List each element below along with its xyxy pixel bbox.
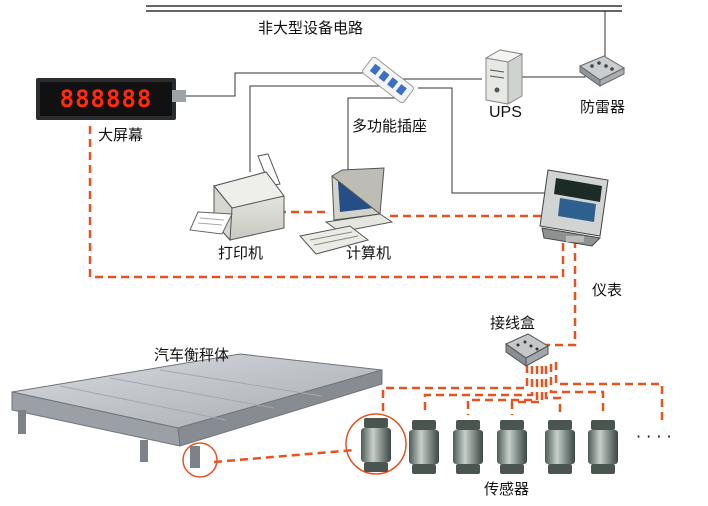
truck-scale-platform <box>11 353 383 478</box>
label-truck-scale: 汽车衡秤体 <box>154 346 230 364</box>
label-computer: 计算机 <box>346 244 392 262</box>
power-cables <box>176 72 586 194</box>
label-load-cells: 传感器 <box>484 480 530 498</box>
load-cell-zoom-circle <box>345 413 407 475</box>
load-cell-icon <box>453 420 483 474</box>
indicator-instrument <box>539 169 609 247</box>
label-printer: 打印机 <box>218 244 264 262</box>
signal-cables <box>88 126 664 464</box>
label-big-screen: 大屏幕 <box>98 126 144 144</box>
load-cells <box>345 413 618 475</box>
lightning-protector-icon <box>578 55 626 87</box>
power-mains <box>146 5 622 62</box>
junction-box-icon <box>504 333 550 367</box>
big-screen-display: 888888 <box>36 78 186 120</box>
more-mark: · · · · <box>636 427 672 446</box>
load-cell-icon <box>361 418 391 472</box>
power-strip <box>362 56 414 104</box>
load-cell-highlight-circle <box>182 442 218 478</box>
load-cell-icon <box>545 420 575 474</box>
computer-icon <box>299 167 394 255</box>
label-power-strip: 多功能插座 <box>352 117 428 135</box>
label-ups: UPS <box>489 104 522 121</box>
label-junction-box: 接线盒 <box>490 314 536 332</box>
printer-icon <box>189 153 285 242</box>
display-digits: 888888 <box>60 85 153 113</box>
label-power-line: 非大型设备电路 <box>258 19 364 37</box>
label-indicator: 仪表 <box>592 281 623 299</box>
load-cell-icon <box>588 420 618 474</box>
load-cell-icon <box>409 420 439 474</box>
label-lightning-protector: 防雷器 <box>580 98 626 116</box>
ups-icon <box>484 49 524 105</box>
load-cell-icon <box>497 420 527 474</box>
